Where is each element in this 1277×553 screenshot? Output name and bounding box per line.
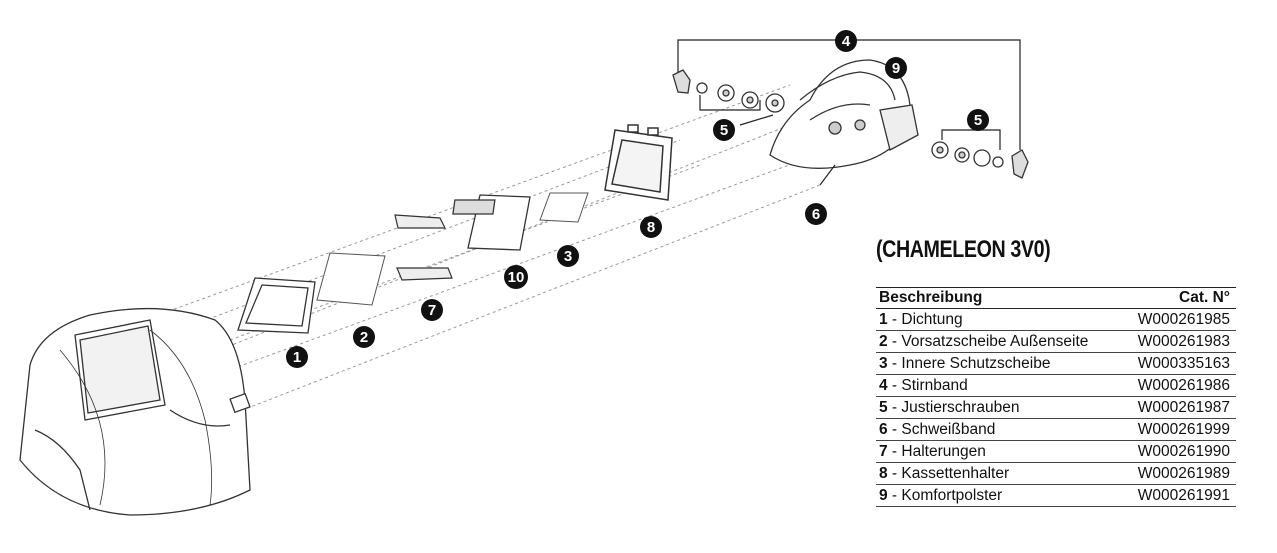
svg-text:5: 5 xyxy=(720,122,728,139)
part-description: 9 - Komfortpolster xyxy=(876,484,1121,507)
part-name: Komfortpolster xyxy=(901,487,1003,504)
callout-5b: 5 xyxy=(967,109,989,131)
part-name: Dichtung xyxy=(901,311,963,328)
table-header-row: Beschreibung Cat. N° xyxy=(876,287,1236,309)
table-row: 3 - Innere Schutzscheibe W000335163 xyxy=(876,352,1236,375)
part-name: Innere Schutzscheibe xyxy=(901,355,1051,372)
bracket-parts xyxy=(394,214,453,281)
part-cat-number: W000261986 xyxy=(1120,374,1236,397)
table-row: 7 - Halterungen W000261990 xyxy=(876,440,1236,463)
headgear-adjusters-left xyxy=(672,69,785,113)
table-row: 8 - Kassettenhalter W000261989 xyxy=(876,462,1236,485)
part-number: 3 xyxy=(879,355,888,372)
part-separator: - xyxy=(887,465,902,482)
part-name: Stirnband xyxy=(901,377,968,394)
part-number: 6 xyxy=(879,421,888,438)
svg-text:5: 5 xyxy=(974,112,982,129)
callout-1: 1 xyxy=(286,346,308,368)
callout-6: 6 xyxy=(805,203,827,225)
callout-4: 4 xyxy=(835,30,857,52)
column-header-cat-number: Cat. N° xyxy=(1120,287,1236,309)
svg-text:3: 3 xyxy=(564,248,572,265)
part-name: Vorsatzscheibe Außenseite xyxy=(901,333,1089,350)
cassette-holder-part xyxy=(604,124,673,201)
part-name: Halterungen xyxy=(901,443,986,460)
gasket-part xyxy=(237,277,316,334)
svg-text:6: 6 xyxy=(812,206,820,223)
column-header-description: Beschreibung xyxy=(876,287,1121,309)
part-cat-number: W000261985 xyxy=(1120,308,1236,331)
part-cat-number: W000261983 xyxy=(1120,330,1236,353)
callout-3: 3 xyxy=(557,245,579,267)
callout-badges: 1 2 3 4 5 5 6 7 8 9 10 xyxy=(286,30,989,368)
part-name: Schweißband xyxy=(901,421,996,438)
part-description: 3 - Innere Schutzscheibe xyxy=(876,352,1121,375)
part-description: 7 - Halterungen xyxy=(876,440,1121,463)
table-row: 2 - Vorsatzscheibe Außenseite W000261983 xyxy=(876,330,1236,353)
part-description: 1 - Dichtung xyxy=(876,308,1121,331)
part-description: 2 - Vorsatzscheibe Außenseite xyxy=(876,330,1121,353)
part-separator: - xyxy=(887,333,902,350)
headgear-adjusters-right xyxy=(931,141,1029,179)
part-separator: - xyxy=(887,377,902,394)
svg-text:8: 8 xyxy=(647,219,655,236)
part-separator: - xyxy=(887,487,902,504)
svg-text:2: 2 xyxy=(360,329,368,346)
inner-lens-part xyxy=(539,192,589,223)
part-separator: - xyxy=(887,443,902,460)
part-description: 6 - Schweißband xyxy=(876,418,1121,441)
part-separator: - xyxy=(887,355,902,372)
part-separator: - xyxy=(887,399,902,416)
parts-table: Beschreibung Cat. N° 1 - Dichtung W00026… xyxy=(876,287,1236,507)
callout-5a: 5 xyxy=(713,119,735,141)
part-description: 5 - Justierschrauben xyxy=(876,396,1121,419)
part-separator: - xyxy=(887,311,902,328)
callout-9: 9 xyxy=(885,57,907,79)
part-cat-number: W000261990 xyxy=(1120,440,1236,463)
part-cat-number: W000261991 xyxy=(1120,484,1236,507)
callout-8: 8 xyxy=(640,216,662,238)
part-number: 8 xyxy=(879,465,888,482)
table-row: 6 - Schweißband W000261999 xyxy=(876,418,1236,441)
part-number: 9 xyxy=(879,487,888,504)
part-cat-number: W000335163 xyxy=(1120,352,1236,375)
part-cat-number: W000261989 xyxy=(1120,462,1236,485)
part-number: 5 xyxy=(879,399,888,416)
table-row: 1 - Dichtung W000261985 xyxy=(876,308,1236,331)
part-name: Justierschrauben xyxy=(901,399,1020,416)
cassette-part xyxy=(452,194,531,251)
svg-text:10: 10 xyxy=(508,269,525,286)
part-number: 1 xyxy=(879,311,888,328)
table-row: 9 - Komfortpolster W000261991 xyxy=(876,484,1236,507)
callout-2: 2 xyxy=(353,326,375,348)
svg-text:9: 9 xyxy=(892,60,900,77)
part-cat-number: W000261987 xyxy=(1120,396,1236,419)
part-description: 8 - Kassettenhalter xyxy=(876,462,1121,485)
table-row: 5 - Justierschrauben W000261987 xyxy=(876,396,1236,419)
part-description: 4 - Stirnband xyxy=(876,374,1121,397)
part-number: 7 xyxy=(879,443,888,460)
callout-10: 10 xyxy=(504,265,528,289)
table-row: 4 - Stirnband W000261986 xyxy=(876,374,1236,397)
outer-lens-part xyxy=(316,252,386,306)
part-name: Kassettenhalter xyxy=(901,465,1010,482)
part-cat-number: W000261999 xyxy=(1120,418,1236,441)
headgear-part xyxy=(769,59,919,169)
part-separator: - xyxy=(887,421,902,438)
svg-text:1: 1 xyxy=(293,349,301,366)
svg-text:7: 7 xyxy=(428,302,436,319)
part-number: 4 xyxy=(879,377,888,394)
callout-7: 7 xyxy=(421,299,443,321)
svg-text:4: 4 xyxy=(842,33,851,50)
part-number: 2 xyxy=(879,333,888,350)
model-title: (CHAMELEON 3V0) xyxy=(876,236,1051,263)
helmet-shell xyxy=(19,307,251,516)
